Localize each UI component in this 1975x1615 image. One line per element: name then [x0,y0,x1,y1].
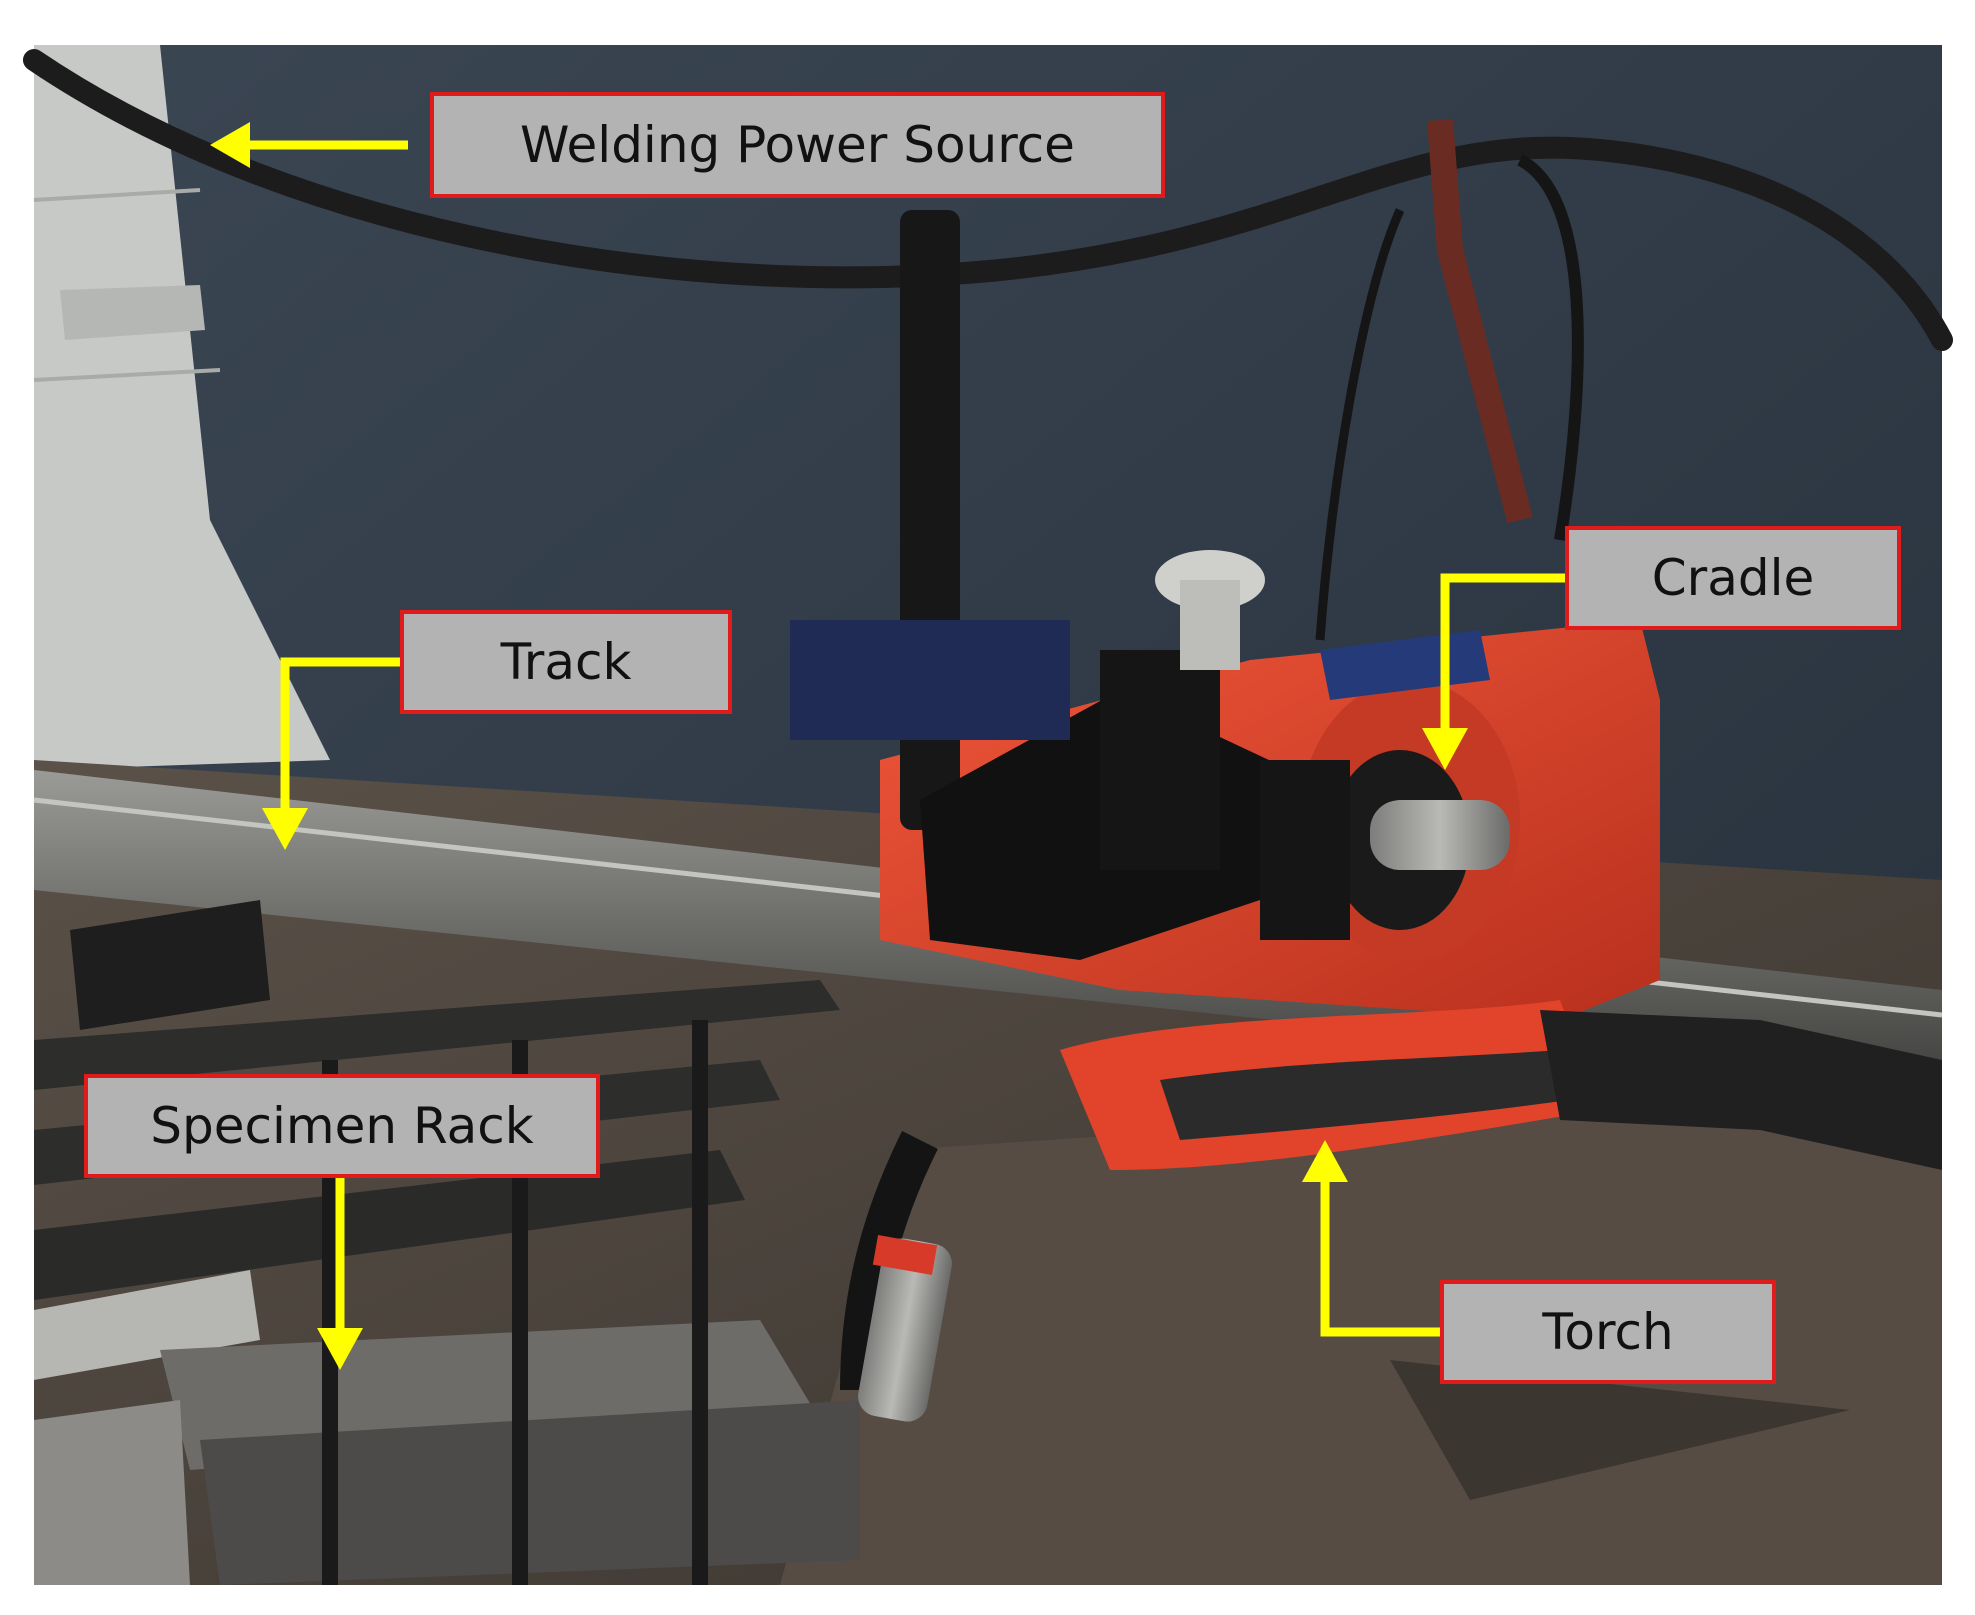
bracket-assembly [790,210,1350,960]
power-cable [23,49,1953,351]
torch-arrow [1320,1170,1440,1337]
cradle-arrow [1440,573,1565,740]
label-torch: Torch [1440,1280,1776,1384]
label-cradle: Cradle [1565,526,1901,630]
label-track: Track [400,610,732,714]
track-arrow [280,657,400,820]
annotation-arrows [230,140,1565,1340]
label-specimen-rack: Specimen Rack [84,1074,600,1178]
welding-torch [840,1000,1942,1422]
label-welding-power-source: Welding Power Source [430,92,1165,198]
left-wall [34,45,330,770]
arrow-heads [210,122,1468,1370]
